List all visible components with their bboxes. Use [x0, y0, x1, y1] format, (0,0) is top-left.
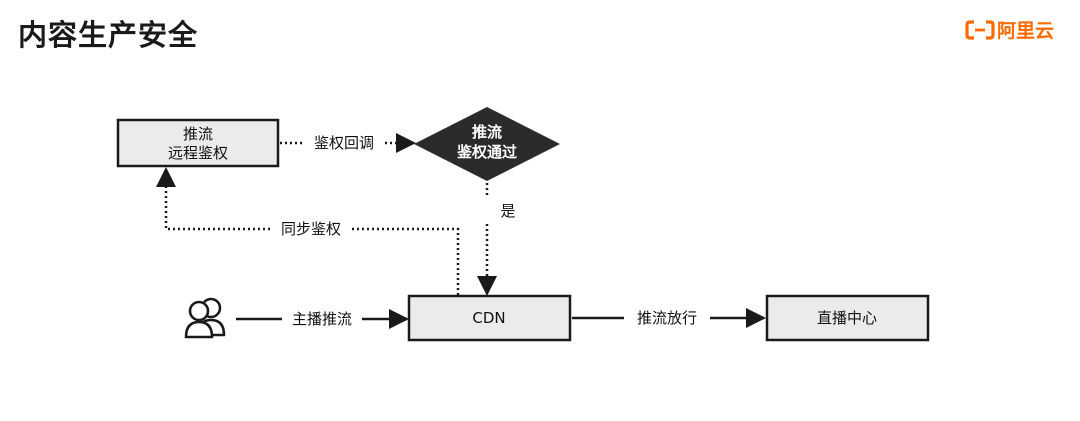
node-live-center-label: 直播中心	[817, 309, 877, 327]
users-icon	[184, 297, 226, 339]
edge-yes-label: 是	[500, 202, 515, 220]
edge-stream-release-label: 推流放行	[637, 309, 697, 327]
edge-sync-auth: 同步鉴权	[156, 167, 460, 295]
node-cdn: CDN	[407, 294, 572, 342]
node-remote-auth-line1: 推流	[183, 125, 213, 143]
edge-push-stream-label: 主播推流	[292, 310, 352, 328]
node-remote-auth: 推流 远程鉴权	[116, 118, 280, 168]
edge-auth-callback: 鉴权回调	[280, 133, 416, 153]
edge-auth-callback-label: 鉴权回调	[314, 134, 374, 152]
brand-name: 阿里云	[996, 20, 1054, 42]
edge-yes: 是	[477, 183, 516, 296]
aliyun-logo: 阿里云	[965, 16, 1054, 43]
node-live-center: 直播中心	[765, 294, 930, 342]
edge-sync-auth-label: 同步鉴权	[281, 220, 341, 238]
edge-stream-release: 推流放行	[572, 308, 766, 328]
edge-push-stream: 主播推流	[236, 309, 409, 329]
page-title: 内容生产安全	[18, 18, 199, 52]
node-decision-line1: 推流	[472, 123, 502, 141]
node-decision: 推流 鉴权通过	[414, 107, 560, 181]
node-remote-auth-line2: 远程鉴权	[168, 144, 228, 162]
node-decision-line2: 鉴权通过	[456, 143, 517, 161]
aliyun-logo-icon	[965, 19, 995, 40]
node-cdn-label: CDN	[472, 309, 505, 327]
